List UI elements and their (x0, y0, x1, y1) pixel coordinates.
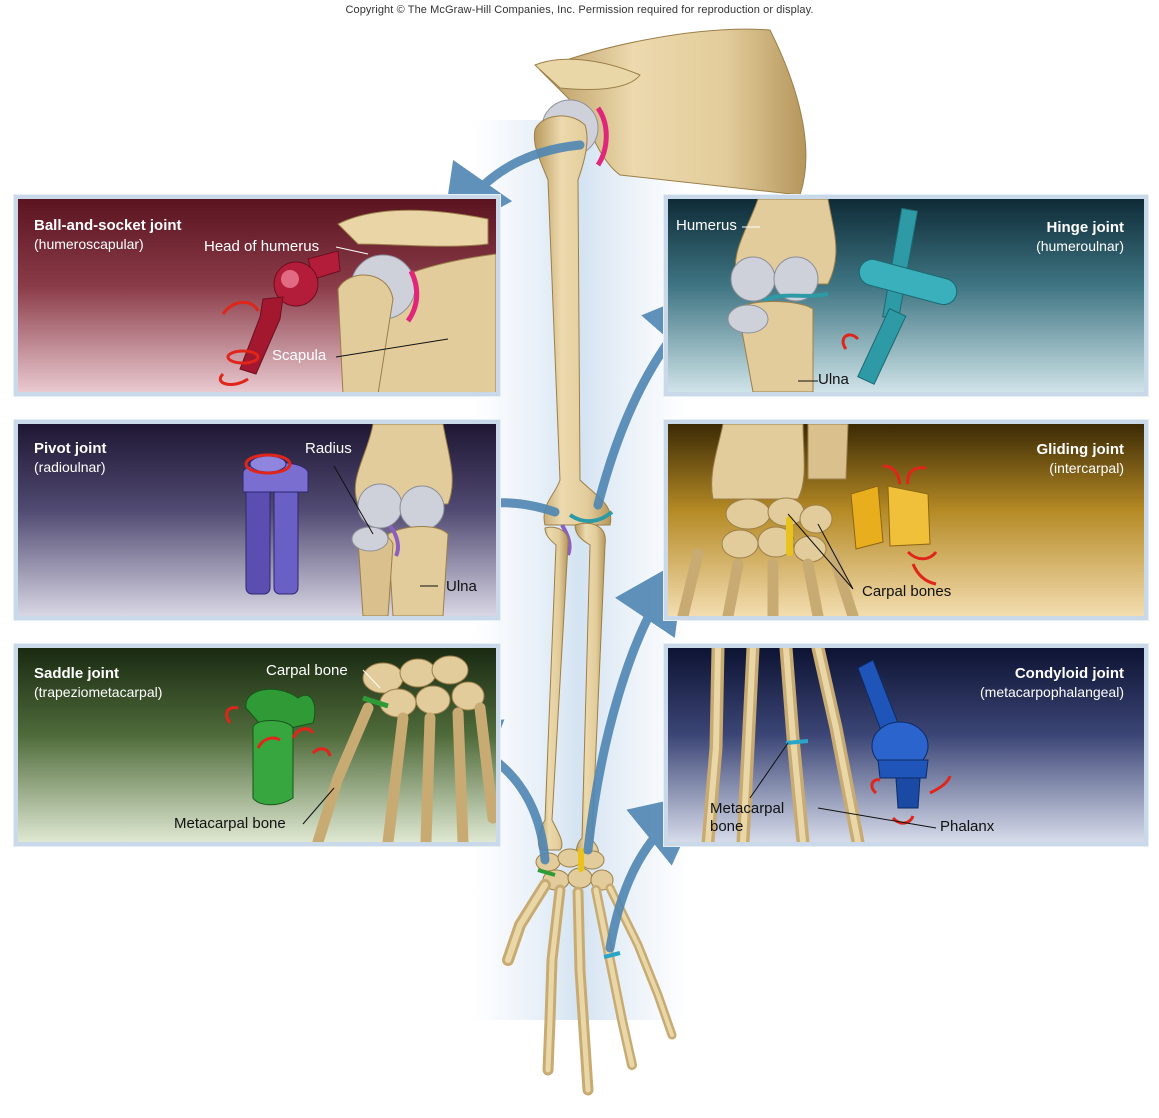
hinge-cartilage (762, 292, 829, 303)
label-ulna: Ulna (446, 578, 477, 595)
panel-title: Condyloid joint (1014, 665, 1124, 682)
motion-arrow-icons (225, 706, 332, 757)
label-radius: Radius (305, 440, 352, 457)
gliding-cartilage (786, 516, 793, 556)
arrow-to-gliding (583, 558, 686, 855)
radial-head (727, 304, 769, 334)
elbow-pivot-cartilage (560, 523, 572, 556)
ulna-bone (807, 424, 849, 480)
leader-carpals-1 (787, 513, 854, 590)
saddle-model (245, 688, 316, 806)
glenoid-cartilage (595, 106, 609, 167)
panel-subtitle: (humeroscapular) (34, 236, 144, 252)
panel-pivot: Pivot joint (radioulnar) Radius Ulna (14, 420, 500, 620)
condyloid-model (857, 659, 929, 809)
metacarpals (312, 702, 496, 842)
motion-arrow-icons (882, 464, 938, 586)
panel-title: Pivot joint (34, 440, 107, 457)
panel-subtitle: (radioulnar) (34, 459, 106, 475)
trochlea (730, 256, 776, 302)
rotation-arrow-icon (244, 453, 292, 475)
ulna-bone (387, 526, 449, 616)
hand-bones-highlight (705, 648, 861, 842)
label-head-of-humerus: Head of humerus (204, 238, 320, 255)
panel-subtitle: (metacarpophalangeal) (980, 684, 1124, 700)
label-carpal-bones: Carpal bones (862, 583, 952, 600)
leader-metacarpal (302, 787, 335, 825)
panel-title: Ball-and-socket joint (34, 217, 182, 234)
label-metacarpal: Metacarpal (710, 800, 785, 817)
hand-bones-highlight (505, 882, 674, 1093)
leader-radius (333, 465, 374, 535)
glenoid-cartilage (405, 269, 420, 323)
label-scapula: Scapula (272, 347, 327, 364)
panel-title: Saddle joint (34, 665, 120, 682)
hinge-joint-illustration (727, 199, 958, 392)
wrist-gliding-marker (578, 848, 584, 872)
label-carpal-bone: Carpal bone (266, 662, 348, 679)
panel-subtitle: (intercarpal) (1049, 460, 1124, 476)
acromion (337, 209, 489, 247)
condyloid-joint-illustration (701, 648, 952, 842)
elbow-hinge-cartilage (568, 510, 614, 524)
metacarpals (677, 548, 859, 616)
trochlea (357, 483, 403, 529)
ball-joint-illustration (219, 209, 496, 392)
leader-phalanx (817, 807, 937, 829)
copyright-notice: Copyright © The McGraw-Hill Companies, I… (345, 4, 814, 16)
leader-scapula (335, 338, 449, 358)
radius-bone (537, 526, 569, 851)
capitulum (399, 485, 445, 531)
label-phalanx: Phalanx (940, 818, 995, 835)
gliding-model (850, 485, 931, 550)
panel-saddle: Saddle joint (trapeziometacarpal) Carpal… (14, 644, 500, 846)
pivot-model (242, 455, 309, 595)
hinge-model (857, 207, 958, 385)
panel-hinge: Humerus Hinge joint (humeroulnar) Ulna (664, 195, 1148, 396)
capitulum (773, 256, 819, 302)
label-metacarpal-bone: Metacarpal bone (174, 815, 286, 832)
carpal-bones (362, 655, 485, 718)
acromion (534, 58, 641, 90)
leader-carpals-2 (817, 523, 854, 590)
panel-title: Hinge joint (1046, 219, 1125, 236)
leader-carpal (362, 669, 381, 689)
wrist-saddle-marker (537, 868, 556, 877)
panel-subtitle: (trapeziometacarpal) (34, 684, 163, 700)
radial-head (351, 526, 389, 552)
gliding-joint-illustration (677, 424, 938, 616)
panel-ball-and-socket: Ball-and-socket joint (humeroscapular) H… (14, 195, 500, 396)
label-humerus: Humerus (676, 217, 737, 234)
pivot-cartilage (388, 524, 400, 557)
radius-bone (711, 424, 805, 500)
panel-subtitle: (humeroulnar) (1036, 238, 1124, 254)
leader-head (335, 246, 369, 255)
condyloid-cartilage (785, 739, 809, 745)
panel-condyloid: Condyloid joint (metacarpophalangeal) Me… (664, 644, 1148, 846)
motion-arrow-icon (841, 333, 860, 350)
condyloid-marker (603, 951, 621, 959)
label-ulna: Ulna (818, 371, 849, 388)
panel-gliding: Gliding joint (intercarpal) Carpal bones (664, 420, 1148, 620)
leader-metacarpal (749, 742, 789, 799)
saddle-cartilage (362, 695, 389, 709)
carpal-bones (721, 497, 833, 563)
label-metacarpal-bone: bone (710, 818, 744, 835)
panel-title: Gliding joint (1036, 441, 1124, 458)
pivot-joint-illustration (242, 424, 453, 616)
ball-socket-model (239, 250, 341, 375)
saddle-joint-illustration (225, 655, 496, 842)
humerus-bone (337, 274, 394, 392)
motion-arrow-icons (219, 300, 260, 386)
